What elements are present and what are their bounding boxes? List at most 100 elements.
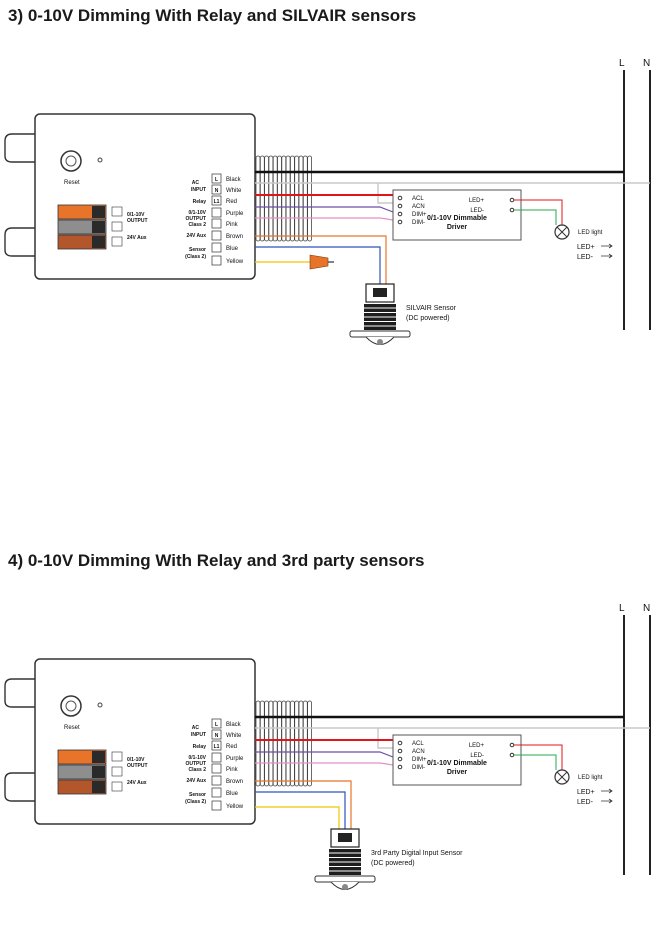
terminal-4	[211, 752, 222, 763]
wire-led-minus	[514, 209, 557, 225]
driver-title-2: Driver	[447, 224, 468, 231]
led-lamp-cross	[556, 771, 568, 783]
mount-tab-bottom	[4, 227, 38, 257]
terminal-tag-1	[111, 206, 123, 217]
output-label: 0/1-10V	[188, 755, 206, 761]
coil-segment	[298, 155, 304, 242]
left-output-label2: OUTPUT	[127, 218, 148, 224]
driver-title-2: Driver	[447, 769, 468, 776]
mains-label-N: N	[643, 58, 650, 69]
coil-segment	[259, 155, 265, 242]
sensor-thread	[329, 858, 361, 862]
driver-pin	[397, 756, 403, 762]
coil-segment	[307, 155, 313, 242]
output-label3: Class 2	[188, 767, 206, 773]
mount-tab-top	[4, 133, 38, 163]
wire-label-7: Blue	[226, 791, 239, 797]
coil-segment	[302, 700, 308, 787]
reset-label: Reset	[64, 180, 80, 186]
terminal-4	[211, 207, 222, 218]
wire-blue-sensor	[255, 246, 381, 290]
sensor-device	[314, 828, 376, 890]
driver-title-1: 0/1-10V Dimmable	[427, 215, 487, 222]
relay-label: Relay	[193, 744, 207, 750]
terminal-3	[211, 195, 222, 206]
coil-segment	[272, 700, 278, 787]
driver-out-pin	[509, 207, 515, 213]
sensor-device	[349, 283, 411, 345]
coil-segment	[294, 700, 300, 787]
terminal-tag-1	[111, 751, 123, 762]
wire-pink-dim	[255, 217, 394, 221]
driver-box	[392, 189, 522, 241]
terminal-3	[211, 740, 222, 751]
sensor-thread	[364, 317, 396, 321]
wire-yellow-sensor	[255, 806, 340, 835]
coil-segment	[285, 155, 291, 242]
terminal-7	[211, 787, 222, 798]
terminal-screw-2	[92, 766, 105, 778]
coil-segment	[307, 700, 313, 787]
sensor-thread	[364, 304, 396, 308]
driver-pin-label: DIM-	[412, 220, 425, 226]
wire-led-plus	[514, 744, 563, 770]
wire-nut-icon	[309, 254, 329, 270]
ac-input-label: AC	[192, 180, 200, 186]
driver-pin	[397, 219, 403, 225]
wire-led-minus	[514, 754, 557, 770]
wire-led-plus	[514, 199, 563, 225]
wire-label-8: Yellow	[226, 804, 244, 810]
driver-out-pin	[509, 752, 515, 758]
wire-label-6: Brown	[226, 234, 243, 240]
sensor-label-line1: 3rd Party Digital Input Sensor	[371, 850, 463, 857]
coil-segment	[302, 155, 308, 242]
controller-body	[34, 658, 256, 825]
coil-segment	[255, 700, 261, 787]
sensor-thread	[329, 867, 361, 871]
terminal-letter-1: L	[215, 177, 218, 183]
driver-pin	[397, 764, 403, 770]
led-plus-arrow-icon	[601, 788, 613, 794]
wire-label-1: Black	[226, 177, 242, 183]
terminal-1	[211, 718, 222, 729]
left-aux-label: 24V Aux	[127, 235, 147, 241]
driver-out-label: LED+	[469, 743, 485, 749]
sensor-label-line2: (DC powered)	[371, 860, 415, 867]
wire-label-2: White	[226, 733, 242, 739]
sensor-connector	[338, 833, 352, 842]
mains-label-L: L	[619, 58, 625, 69]
wire-pink-dim	[255, 762, 394, 766]
ac-input-label2: INPUT	[191, 732, 206, 738]
sensor-flange	[349, 330, 411, 338]
coil-segment	[259, 700, 265, 787]
wire-blue-sensor	[255, 791, 346, 835]
terminal-5	[211, 218, 222, 229]
terminal-tag-2	[111, 221, 123, 232]
wire-white-to-driver	[377, 728, 393, 749]
terminal-screw-3	[92, 781, 105, 793]
aux-label: 24V Aux	[186, 778, 206, 784]
terminal-2	[211, 729, 222, 740]
sensor-label-line2: (DC powered)	[406, 315, 450, 322]
terminal-7	[211, 242, 222, 253]
left-output-label: 0/1-10V	[127, 757, 145, 763]
wire-label-4: Purple	[226, 211, 244, 217]
terminal-tag-3	[111, 236, 123, 247]
led-lamp-cross	[556, 226, 568, 238]
driver-pin	[397, 211, 403, 217]
driver-pin	[397, 740, 403, 746]
driver-pin-label: DIM-	[412, 765, 425, 771]
terminal-letter-1: L	[215, 722, 218, 728]
coil-segment	[281, 700, 287, 787]
driver-pin-label: DIM+	[412, 212, 427, 218]
driver-out-label: LED+	[469, 198, 485, 204]
left-output-label2: OUTPUT	[127, 763, 148, 769]
driver-title-1: 0/1-10V Dimmable	[427, 760, 487, 767]
status-led-icon	[97, 157, 103, 163]
terminal-screw-3	[92, 236, 105, 248]
sensor-thread	[364, 308, 396, 312]
aux-label: 24V Aux	[186, 233, 206, 239]
ac-input-label2: INPUT	[191, 187, 206, 193]
coil-segment	[277, 155, 282, 242]
coil-segment	[255, 155, 261, 242]
